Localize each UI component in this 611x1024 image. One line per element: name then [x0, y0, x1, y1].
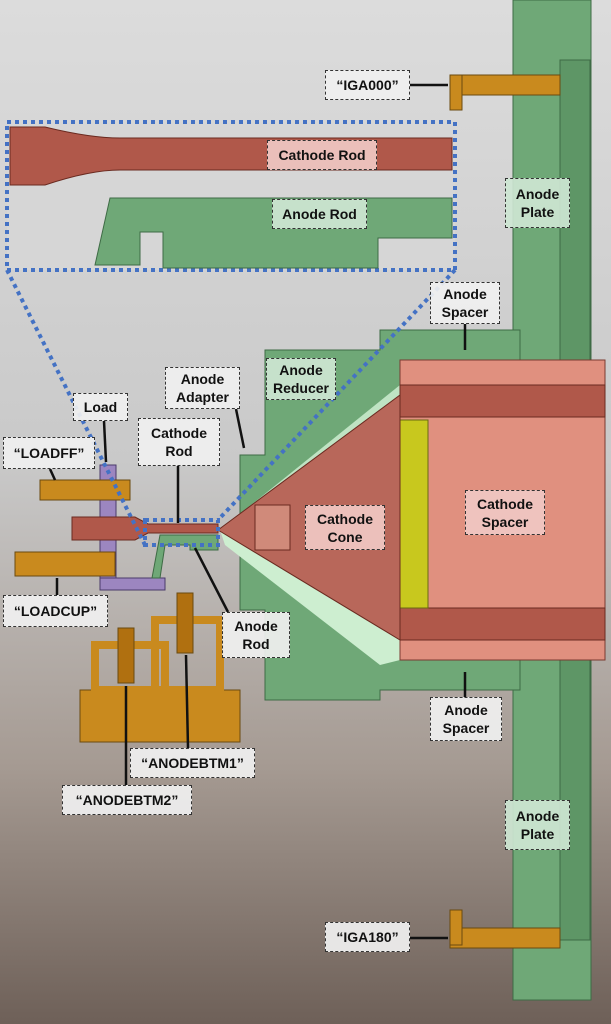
connector-loadcup: [14, 551, 116, 577]
connector-iga000: [449, 74, 561, 111]
label-anode-spacer-bottom: Anode Spacer: [430, 697, 502, 741]
callout-arrows: [48, 83, 467, 940]
label-anode-reducer: Anode Reducer: [266, 358, 336, 400]
cathode-cone-bolts: [254, 504, 291, 551]
anode-reducer-light-lower: [220, 530, 400, 665]
cathode-spacer-bottom-tube: [399, 607, 606, 641]
label-inset-cathode-rod: Cathode Rod: [267, 140, 377, 170]
label-cathode-rod: Cathode Rod: [138, 418, 220, 466]
label-loadcup: “LOADCUP”: [3, 595, 108, 627]
load-foot: [99, 577, 166, 591]
label-cathode-spacer: Cathode Spacer: [465, 490, 545, 535]
label-anode-plate-bottom: Anode Plate: [505, 800, 570, 850]
anode-reducer-light: [220, 385, 400, 530]
label-anodebtm2: “ANODEBTM2”: [62, 785, 192, 815]
label-iga180: “IGA180”: [325, 922, 410, 952]
label-anode-rod: Anode Rod: [222, 612, 290, 658]
anodebtm-base: [79, 689, 241, 743]
connector-iga180: [449, 909, 561, 949]
label-anodebtm1: “ANODEBTM1”: [130, 748, 255, 778]
cathode-spacer-top-tube: [399, 384, 606, 418]
label-cathode-cone: Cathode Cone: [305, 505, 385, 550]
yellow-insulator: [399, 419, 429, 609]
connector-anodebtm1: [176, 592, 194, 654]
label-inset-anode-rod: Anode Rod: [272, 199, 367, 229]
connector-loadff: [39, 479, 131, 501]
connector-anodebtm2: [117, 627, 135, 684]
label-loadff: “LOADFF”: [3, 437, 95, 469]
inset-leader-right: [216, 268, 457, 522]
label-iga000: “IGA000”: [325, 70, 410, 100]
label-anode-adapter: Anode Adapter: [165, 367, 240, 409]
label-load: Load: [73, 393, 128, 421]
label-anode-plate-top: Anode Plate: [505, 178, 570, 228]
label-anode-spacer-top: Anode Spacer: [430, 282, 500, 324]
